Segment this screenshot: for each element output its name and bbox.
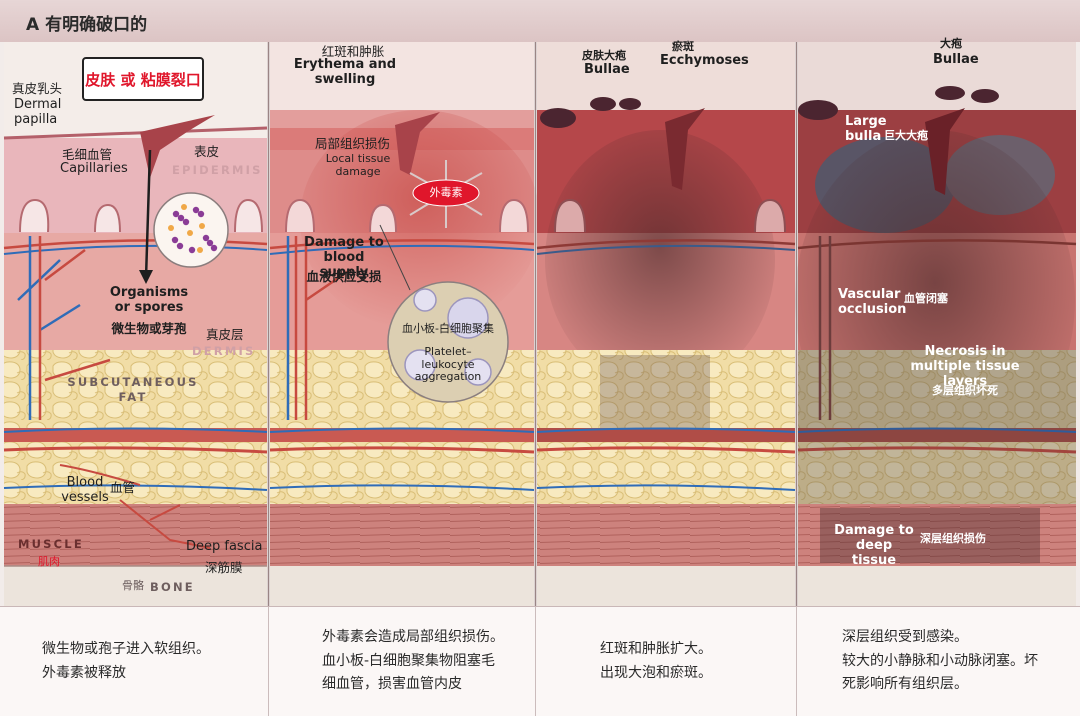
- deep-fascia-cn: 深筋膜: [205, 561, 243, 575]
- erythema-en: Erythema and swelling: [290, 58, 400, 88]
- blood-vessels-en: Blood vessels: [60, 476, 110, 506]
- caption-3: 红斑和肿胀扩大。出现大泡和瘀斑。: [600, 607, 790, 716]
- deep-damage-en: Damage to deep tissue: [834, 524, 914, 569]
- bullae-en-p3: Bullae: [584, 63, 630, 78]
- bone-cn: 骨骼: [122, 580, 144, 593]
- subcutaneous-fat-label: SUBCUTANEOUS FAT: [58, 375, 208, 405]
- dermis-cn: 真皮层: [206, 328, 244, 342]
- panel-4: [795, 42, 1076, 606]
- bullae-cn-p3: 皮肤大疱: [582, 50, 626, 63]
- exotoxin-cn: 外毒素: [420, 187, 472, 200]
- blood-supply-cn: 血液供应受损: [292, 270, 396, 284]
- ecchymoses-en: Ecchymoses: [660, 54, 749, 69]
- caption-1: 微生物或孢子进入软组织。外毒素被释放: [42, 607, 262, 716]
- muscle-cn: 肌肉: [38, 556, 60, 569]
- necrosis-cn: 多层组织坏死: [932, 385, 998, 398]
- capillaries-en: Capillaries: [60, 162, 128, 177]
- aggregation-magnifier: [388, 282, 508, 402]
- large-bulla-cn: 巨大大疱: [884, 130, 928, 143]
- bone-layer-label: BONE: [150, 580, 195, 594]
- aggregation-en: Platelet–leukocyte aggregation: [400, 346, 496, 384]
- organisms-en: Organisms or spores: [100, 286, 198, 316]
- aggregation-cn: 血小板-白细胞聚集: [396, 323, 500, 336]
- dermal-papilla-en: Dermal papilla: [14, 98, 74, 128]
- ecchymoses-cn: 瘀斑: [672, 41, 694, 54]
- local-damage-cn: 局部组织损伤: [315, 137, 390, 151]
- large-bulla-en: Large bulla: [845, 115, 887, 145]
- muscle-layer-label: MUSCLE: [18, 537, 84, 551]
- organisms-cn: 微生物或芽孢: [96, 322, 202, 336]
- dermis-layer-label: DERMIS: [192, 344, 255, 358]
- entry-wound-box: 皮肤 或 粘膜裂口: [82, 57, 204, 101]
- blood-vessels-cn: 血管: [110, 481, 135, 495]
- deep-fascia-en: Deep fascia: [186, 540, 262, 555]
- bullae-cn-p4: 大疱: [940, 38, 962, 51]
- caption-2: 外毒素会造成局部组织损伤。血小板-白细胞聚集物阻塞毛细血管，损害血管内皮: [322, 607, 532, 716]
- deep-damage-cn: 深层组织损伤: [920, 533, 986, 546]
- dermal-papilla-cn: 真皮乳头: [12, 82, 62, 96]
- vascular-occlusion-cn: 血管闭塞: [904, 293, 948, 306]
- panel-3: [537, 42, 795, 606]
- bullae-en-p4: Bullae: [933, 53, 979, 68]
- vascular-occlusion-en: Vascular occlusion: [838, 288, 910, 318]
- organisms-magnifier: [154, 193, 228, 267]
- caption-4: 深层组织受到感染。较大的小静脉和小动脉闭塞。坏死影响所有组织层。: [842, 607, 1072, 716]
- epidermis-cn: 表皮: [194, 145, 219, 159]
- epidermis-layer-label: EPIDERMIS: [172, 163, 263, 177]
- local-damage-en: Local tissue damage: [320, 153, 396, 178]
- caption-row: 微生物或孢子进入软组织。外毒素被释放 外毒素会造成局部组织损伤。血小板-白细胞聚…: [0, 606, 1080, 716]
